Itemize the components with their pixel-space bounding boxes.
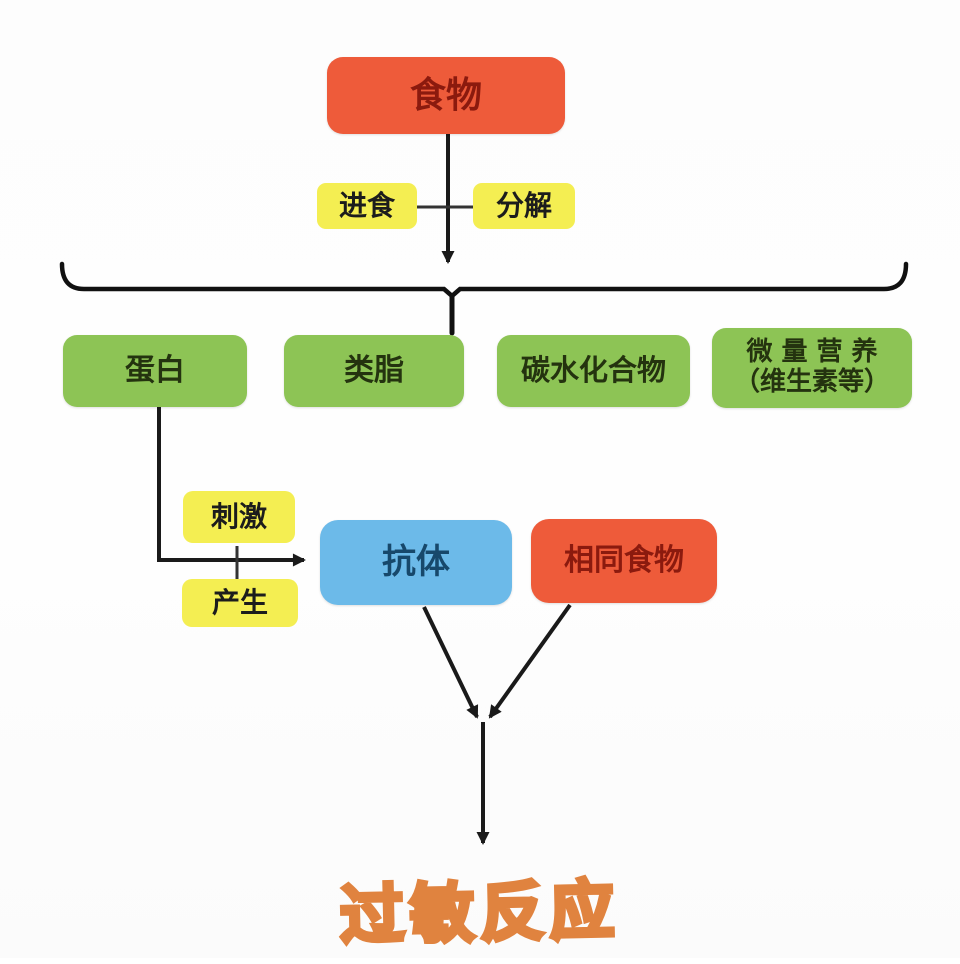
node-protein: 蛋白 [63, 335, 247, 407]
arrow-antibody-down [422, 606, 479, 719]
node-same-food: 相同食物 [531, 519, 717, 603]
micronutrients-line1: 微量营养 [746, 337, 887, 368]
node-micronutrients: 微量营养 （维生素等） [712, 328, 912, 408]
edge-label-decompose: 分解 [473, 183, 575, 229]
micronutrients-line2: （维生素等） [733, 367, 890, 397]
node-antibody: 抗体 [320, 520, 512, 605]
brace [59, 261, 909, 299]
node-food: 食物 [327, 57, 565, 134]
node-carbohydrate: 碳水化合物 [497, 335, 690, 407]
node-allergic-reaction: 过敏反应 [337, 872, 623, 956]
edge-label-stimulate: 刺激 [183, 491, 295, 543]
edge-label-eat: 进食 [317, 183, 417, 229]
edge-label-produce: 产生 [182, 579, 298, 627]
node-lipid: 类脂 [284, 335, 464, 407]
arrow-same-food-down [488, 603, 572, 719]
